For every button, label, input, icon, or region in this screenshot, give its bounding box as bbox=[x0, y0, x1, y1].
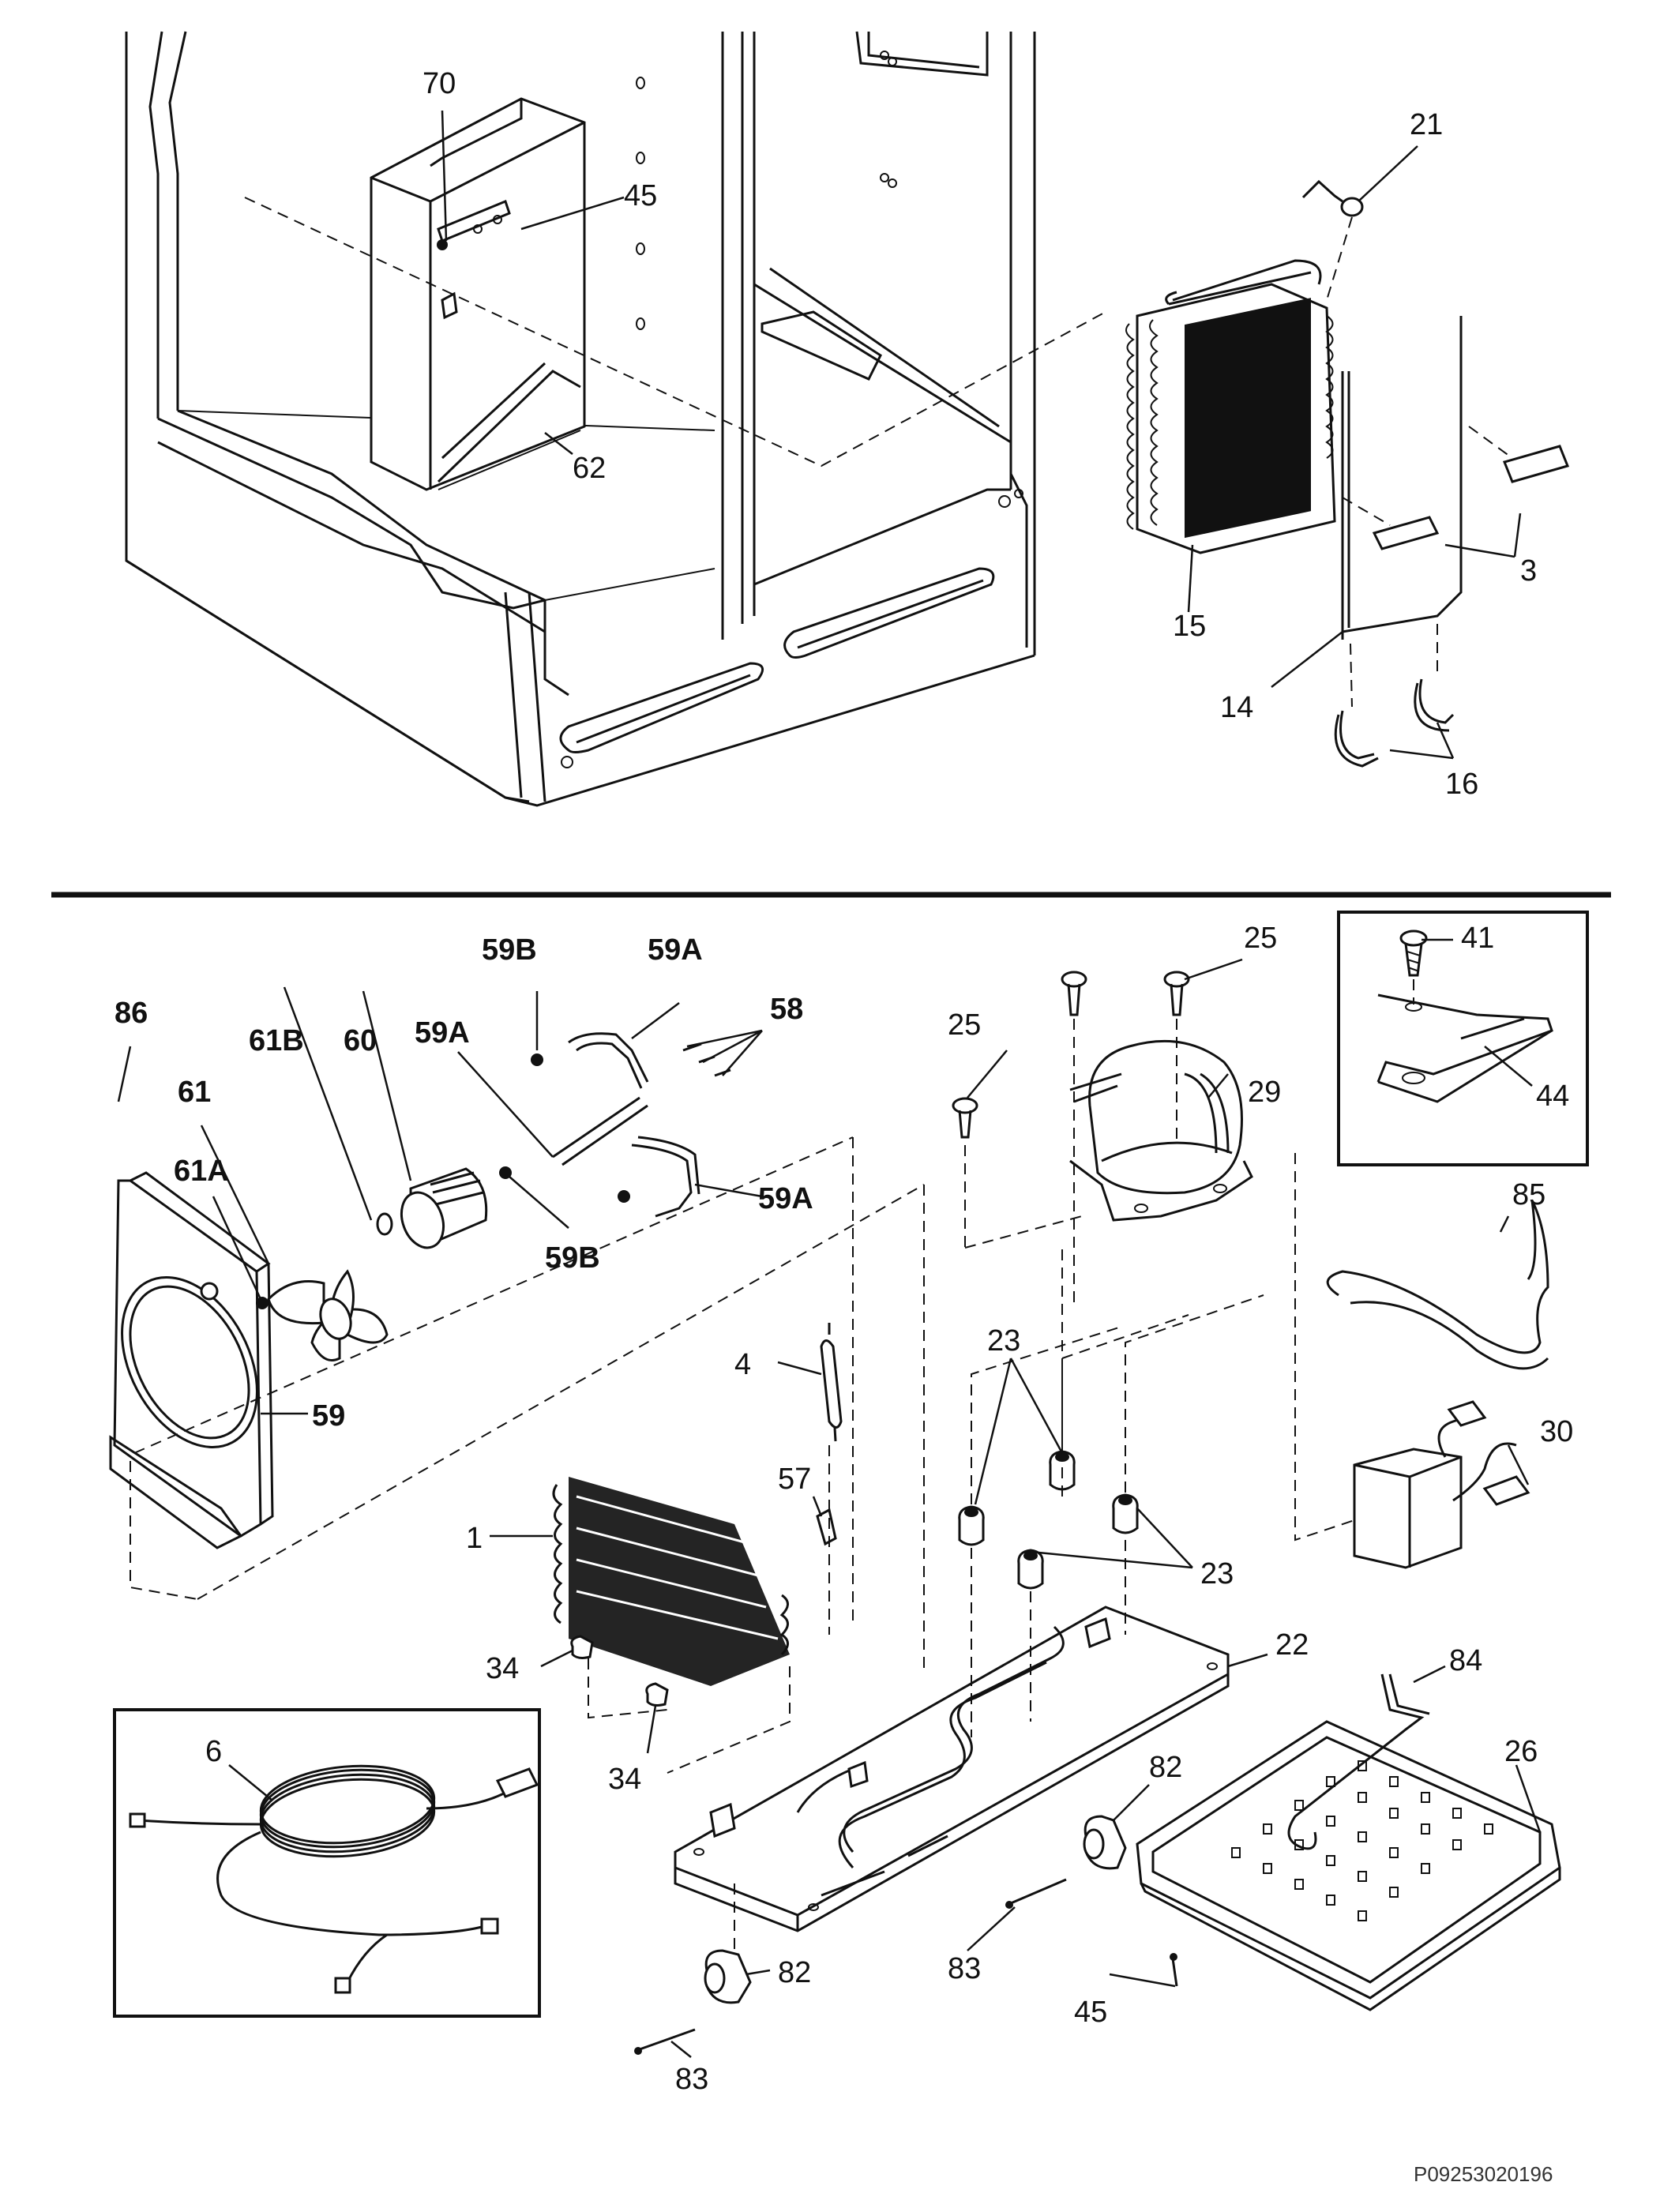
label-29: 29 bbox=[1248, 1076, 1281, 1109]
label-14: 14 bbox=[1220, 691, 1253, 724]
label-16: 16 bbox=[1445, 768, 1478, 801]
condenser-coil bbox=[1125, 259, 1336, 554]
screw-bracket-inset-box bbox=[1337, 911, 1589, 1166]
label-34-b: 34 bbox=[608, 1763, 641, 1796]
feet-and-screws bbox=[634, 1815, 1178, 2055]
label-59B-top: 59B bbox=[482, 933, 537, 967]
label-34-a: 34 bbox=[486, 1652, 519, 1685]
label-41: 41 bbox=[1461, 922, 1494, 955]
label-59A-right: 59A bbox=[758, 1182, 813, 1215]
bracket-44 bbox=[1376, 929, 1553, 1103]
motor-brackets bbox=[499, 1032, 731, 1218]
power-cord-inset-box bbox=[113, 1708, 541, 2018]
drier-4 bbox=[820, 1323, 843, 1442]
label-6: 6 bbox=[205, 1735, 222, 1768]
label-61: 61 bbox=[178, 1076, 211, 1109]
label-59A-mid: 59A bbox=[415, 1016, 470, 1050]
label-59: 59 bbox=[312, 1399, 345, 1433]
label-3: 3 bbox=[1520, 554, 1537, 588]
label-59B-bottom: 59B bbox=[545, 1241, 600, 1275]
label-21: 21 bbox=[1410, 108, 1443, 141]
document-code: P09253020196 bbox=[1414, 2162, 1553, 2186]
label-23-top: 23 bbox=[987, 1324, 1020, 1358]
fan-motor bbox=[400, 1167, 488, 1249]
label-59A-top: 59A bbox=[648, 933, 703, 967]
fan-blade bbox=[267, 1269, 389, 1361]
label-25-b: 25 bbox=[948, 1008, 981, 1042]
label-70: 70 bbox=[423, 67, 456, 100]
label-26: 26 bbox=[1504, 1735, 1538, 1768]
callout-labels: 70 45 62 21 15 3 14 16 86 61 61B 61A 60 … bbox=[115, 67, 1573, 2096]
bottom-assembly-lines bbox=[130, 1019, 1355, 1951]
label-60: 60 bbox=[344, 1024, 377, 1057]
label-82-right: 82 bbox=[1149, 1751, 1182, 1784]
label-86: 86 bbox=[115, 997, 148, 1030]
label-23-bottom: 23 bbox=[1200, 1557, 1234, 1590]
fan-shroud bbox=[109, 1171, 274, 1549]
condenser-frame bbox=[1334, 316, 1570, 768]
label-85: 85 bbox=[1512, 1178, 1545, 1211]
label-61A: 61A bbox=[174, 1155, 229, 1188]
label-25-a: 25 bbox=[1244, 922, 1277, 955]
label-15: 15 bbox=[1173, 610, 1206, 643]
assembly-line bbox=[244, 197, 1106, 468]
screws-25 bbox=[952, 971, 1190, 1139]
relay-30 bbox=[1353, 1400, 1530, 1569]
label-22: 22 bbox=[1275, 1628, 1309, 1662]
refrigerator-cabinet bbox=[125, 31, 1036, 807]
nut-61A bbox=[256, 1297, 269, 1309]
drier-valve bbox=[1301, 179, 1364, 301]
base-pan bbox=[674, 1605, 1230, 1932]
clip-57 bbox=[816, 1508, 837, 1546]
label-83-left: 83 bbox=[675, 2063, 708, 2096]
label-83-right: 83 bbox=[948, 1952, 981, 1985]
label-30: 30 bbox=[1540, 1415, 1573, 1448]
label-58: 58 bbox=[770, 993, 803, 1026]
harness-85 bbox=[1326, 1200, 1549, 1354]
power-cord bbox=[129, 1764, 539, 1994]
clip-34-b bbox=[645, 1682, 669, 1707]
label-4: 4 bbox=[734, 1348, 751, 1381]
callout-leaders bbox=[117, 110, 1542, 2058]
compressor bbox=[1069, 1039, 1253, 1222]
washer-61B bbox=[376, 1212, 393, 1236]
label-62: 62 bbox=[573, 452, 606, 485]
label-45-bottom: 45 bbox=[1074, 1996, 1107, 2029]
label-45-top: 45 bbox=[624, 179, 657, 212]
clip-34-a bbox=[570, 1635, 594, 1659]
drain-pan bbox=[1136, 1673, 1561, 2011]
ice-bucket-chute bbox=[370, 97, 586, 491]
coil-assembly-1 bbox=[552, 1477, 790, 1686]
grommets-23 bbox=[958, 1450, 1139, 1590]
label-57: 57 bbox=[778, 1463, 811, 1496]
label-61B: 61B bbox=[249, 1024, 304, 1057]
label-82-left: 82 bbox=[778, 1956, 811, 1989]
label-1: 1 bbox=[466, 1522, 483, 1555]
label-44: 44 bbox=[1536, 1080, 1569, 1113]
label-84: 84 bbox=[1449, 1644, 1482, 1677]
